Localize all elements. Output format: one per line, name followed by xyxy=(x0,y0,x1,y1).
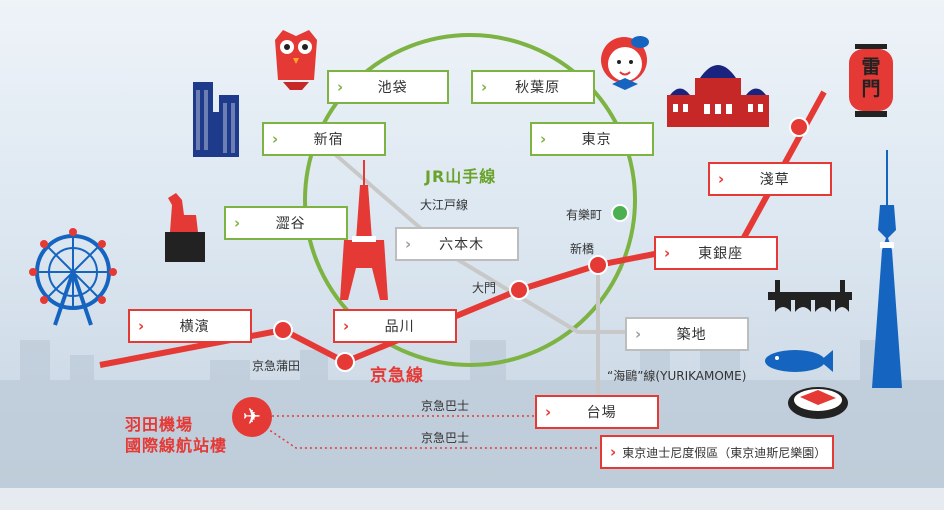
mascot-girl-icon xyxy=(601,36,649,90)
station-shinagawa[interactable]: › 品川 xyxy=(333,309,457,343)
stop-label-keikyu-kamata: 京急蒲田 xyxy=(252,359,301,373)
station-yokohama[interactable]: › 横濱 xyxy=(128,309,252,343)
stop-dot-shinagawa xyxy=(335,352,355,372)
dog-statue-icon xyxy=(165,193,205,262)
sushi-icon xyxy=(788,387,848,419)
station-tsukiji[interactable]: › 築地 xyxy=(625,317,749,351)
station-name: 東銀座 xyxy=(698,246,744,262)
chevron-right-icon: › xyxy=(337,78,345,96)
station-name: 横濱 xyxy=(179,319,210,335)
jr-line-label: JR山手線 xyxy=(425,167,497,186)
station-higashi-ginza[interactable]: › 東銀座 xyxy=(654,236,778,270)
station-akihabara[interactable]: › 秋葉原 xyxy=(471,70,595,104)
stop-dot-keikyu-kamata xyxy=(273,320,293,340)
tokyo-station-icon xyxy=(667,65,769,127)
stop-dot-asakusa xyxy=(789,117,809,137)
chevron-right-icon: › xyxy=(234,214,242,232)
chevron-right-icon: › xyxy=(540,130,548,148)
station-daiba[interactable]: › 台場 xyxy=(535,395,659,429)
airport-name-line1: 羽田機場 xyxy=(125,415,194,434)
stop-dot-yurakucho xyxy=(611,204,629,222)
station-tokyo[interactable]: › 東京 xyxy=(530,122,654,156)
station-name: 新宿 xyxy=(313,132,344,148)
station-name: 東京迪士尼度假區（東京迪斯尼樂園） xyxy=(622,445,827,460)
station-name: 澀谷 xyxy=(275,216,306,232)
station-shibuya[interactable]: › 澀谷 xyxy=(224,206,348,240)
chevron-right-icon: › xyxy=(343,317,351,335)
station-name: 築地 xyxy=(676,327,707,343)
station-name: 淺草 xyxy=(759,172,790,188)
lantern-text: 雷門 xyxy=(861,56,881,100)
chevron-right-icon: › xyxy=(405,235,413,253)
chevron-right-icon: › xyxy=(481,78,489,96)
chevron-right-icon: › xyxy=(635,325,643,343)
station-roppongi[interactable]: › 六本木 xyxy=(395,227,519,261)
stop-label-daimon: 大門 xyxy=(472,281,497,295)
tokyo-tower-icon xyxy=(340,160,388,300)
plane-icon[interactable]: ✈ xyxy=(232,397,272,437)
building-icon xyxy=(193,82,239,157)
station-disney[interactable]: › 東京迪士尼度假區（東京迪斯尼樂園） xyxy=(600,435,834,469)
skytree-icon xyxy=(872,150,902,388)
bus-label-daiba: 京急巴士 xyxy=(421,399,470,413)
jr-yamanote-line xyxy=(303,33,637,367)
station-shinjuku[interactable]: › 新宿 xyxy=(262,122,386,156)
chevron-right-icon: › xyxy=(610,443,617,461)
bus-route-disney xyxy=(261,424,600,449)
bridge-icon xyxy=(768,280,852,312)
station-name: 秋葉原 xyxy=(515,80,561,96)
stop-label-shinbashi: 新橋 xyxy=(570,242,595,256)
chevron-right-icon: › xyxy=(138,317,146,335)
chevron-right-icon: › xyxy=(664,244,672,262)
airport-name-line2: 國際線航站樓 xyxy=(125,436,228,455)
chevron-right-icon: › xyxy=(718,170,726,188)
airport-name: 羽田機場 國際線航站樓 xyxy=(125,414,227,456)
station-name: 六本木 xyxy=(439,237,485,253)
stop-label-yurakucho: 有樂町 xyxy=(566,208,603,222)
chevron-right-icon: › xyxy=(272,130,280,148)
station-name: 池袋 xyxy=(377,80,408,96)
lantern-icon xyxy=(849,44,893,117)
ferris-wheel-icon xyxy=(29,228,117,326)
bus-label-disney: 京急巴士 xyxy=(421,431,470,445)
oedo-line-label: 大江戸線 xyxy=(420,198,469,212)
stop-dot-daimon xyxy=(509,280,529,300)
owl-icon xyxy=(275,30,317,90)
station-asakusa[interactable]: › 淺草 xyxy=(708,162,832,196)
keikyu-line-label: 京急線 xyxy=(370,366,424,386)
chevron-right-icon: › xyxy=(545,403,553,421)
station-ikebukuro[interactable]: › 池袋 xyxy=(327,70,449,104)
station-name: 台場 xyxy=(586,405,617,421)
station-name: 品川 xyxy=(384,319,415,335)
station-name: 東京 xyxy=(581,132,612,148)
stop-dot-shinbashi xyxy=(588,255,608,275)
fish-icon xyxy=(765,350,833,372)
yurikamome-line-label: “海鷗”線(YURIKAMOME) xyxy=(607,369,747,383)
